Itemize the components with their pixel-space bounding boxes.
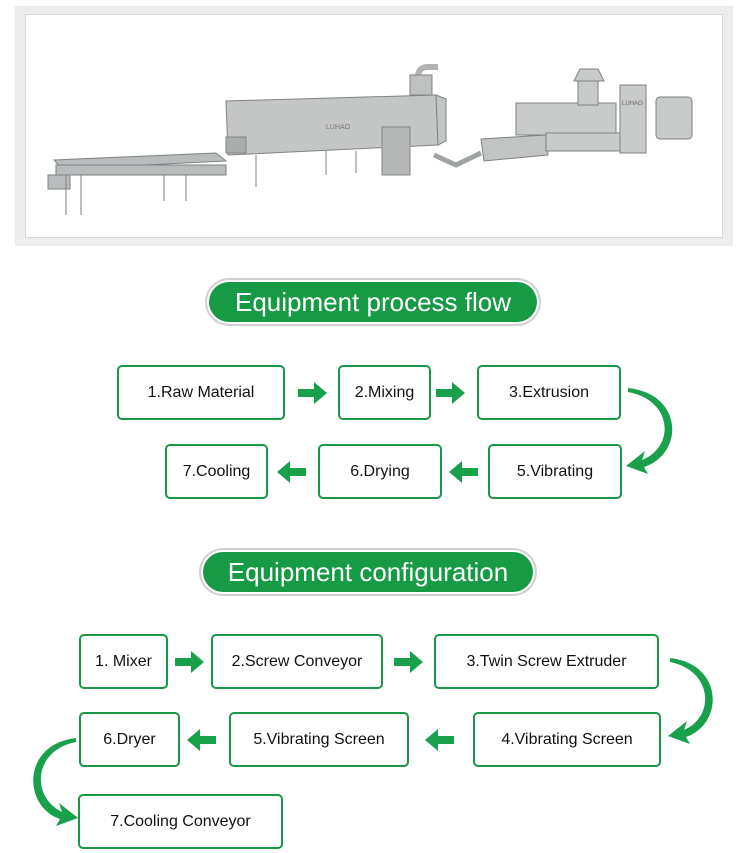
flow-step-raw-material: 1.Raw Material <box>117 365 285 420</box>
left-arrow-icon <box>425 729 454 751</box>
equipment-photo-frame: LUHAO LUHAO <box>15 6 733 246</box>
right-arrow-icon <box>436 382 465 404</box>
flow-step-extrusion: 3.Extrusion <box>477 365 621 420</box>
flow-step-vibrating: 5.Vibrating <box>488 444 622 499</box>
config-step-twin-screw-extruder: 3.Twin Screw Extruder <box>434 634 659 689</box>
right-arrow-icon <box>298 382 327 404</box>
flow-step-mixing: 2.Mixing <box>338 365 431 420</box>
right-arrow-icon <box>394 651 423 673</box>
flow-step-cooling: 7.Cooling <box>165 444 268 499</box>
left-arrow-icon <box>187 729 216 751</box>
photo-panel-text: LUHAO <box>622 101 643 107</box>
curved-arrow-icon <box>33 738 78 826</box>
left-arrow-icon <box>277 461 306 483</box>
config-step-mixer: 1. Mixer <box>79 634 168 689</box>
config-step-screw-conveyor: 2.Screw Conveyor <box>211 634 383 689</box>
curved-arrow-icon <box>626 388 673 474</box>
curved-arrow-icon <box>668 658 713 744</box>
config-step-cooling-conveyor: 7.Cooling Conveyor <box>78 794 283 849</box>
config-step-vibrating-screen-4: 4.Vibrating Screen <box>473 712 661 767</box>
left-arrow-icon <box>449 461 478 483</box>
configuration-title: Equipment configuration <box>203 552 533 592</box>
flow-step-drying: 6.Drying <box>318 444 442 499</box>
photo-brand-text: LUHAO <box>326 124 351 131</box>
config-step-vibrating-screen-5: 5.Vibrating Screen <box>229 712 409 767</box>
process-flow-title: Equipment process flow <box>209 282 537 322</box>
config-step-dryer: 6.Dryer <box>79 712 180 767</box>
production-line-illustration: LUHAO LUHAO <box>47 64 693 215</box>
right-arrow-icon <box>175 651 204 673</box>
equipment-photo: LUHAO LUHAO <box>25 14 723 238</box>
